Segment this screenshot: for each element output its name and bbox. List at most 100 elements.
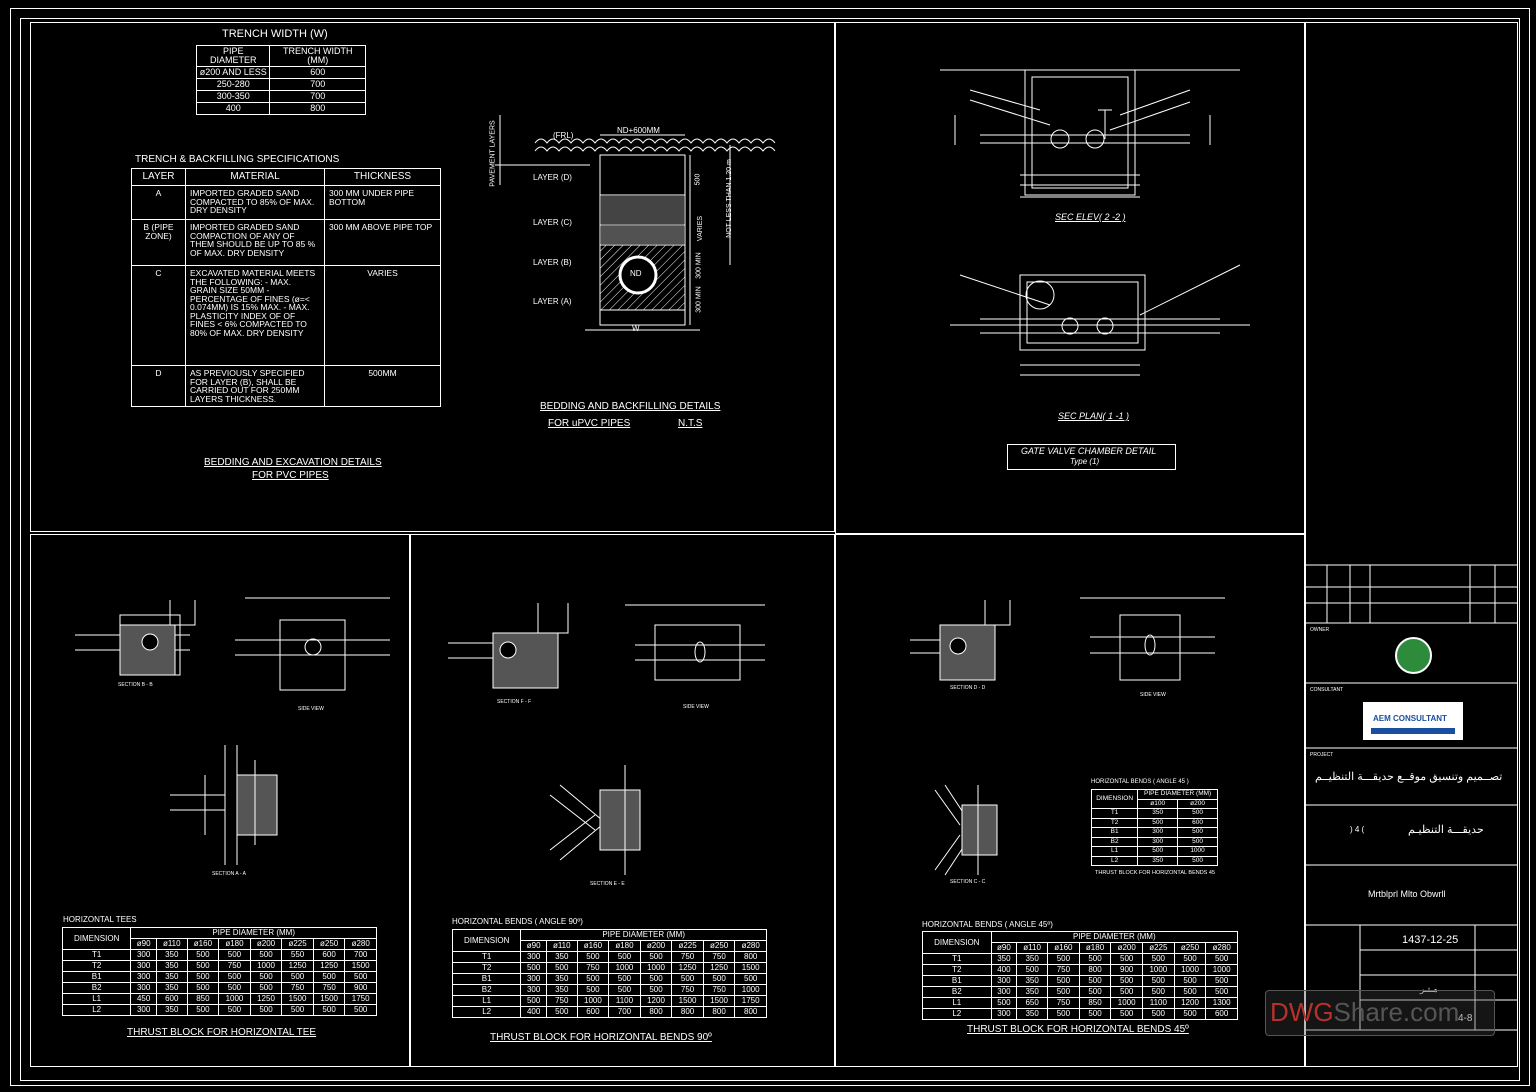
- table-cell: 1100: [1142, 997, 1175, 1009]
- table-cell: 1000: [1110, 997, 1144, 1009]
- bedding-top-dim: ND+600MM: [617, 126, 660, 135]
- table-cell: ø180: [608, 940, 641, 952]
- spec-layer: A: [131, 185, 186, 220]
- panel-tee: [30, 534, 410, 1067]
- table-cell: 800: [702, 1006, 736, 1018]
- table-cell: 600: [269, 66, 366, 79]
- table-cell: 700: [608, 1006, 641, 1018]
- table-cell: 500: [608, 984, 641, 996]
- spec-material: AS PREVIOUSLY SPECIFIED FOR LAYER (B), S…: [185, 365, 325, 407]
- bedding-excavation-caption: BEDDING AND EXCAVATION DETAILS: [204, 457, 382, 468]
- table-cell: 1000: [1205, 964, 1238, 976]
- table-cell: DIMENSION: [922, 931, 992, 954]
- table-cell: ø90: [130, 938, 157, 950]
- table-cell: ø160: [1047, 942, 1080, 954]
- table-cell: 900: [1110, 964, 1144, 976]
- bedding-backfill-caption: BEDDING AND BACKFILLING DETAILS: [540, 401, 721, 412]
- table-cell: 350: [545, 984, 578, 996]
- table-cell: 500: [1142, 953, 1175, 965]
- table-cell: 500: [312, 971, 346, 983]
- table-cell: 400: [990, 964, 1018, 976]
- bend90-side-view-label: SIDE VIEW: [683, 704, 709, 710]
- table-cell: 500: [281, 1004, 314, 1016]
- table-cell: 500: [1078, 953, 1112, 965]
- table-cell: 800: [671, 1006, 704, 1018]
- tee-section-a-label: SECTION A - A: [212, 871, 246, 877]
- table-cell: 1500: [734, 962, 767, 974]
- table-cell: 300: [130, 1004, 157, 1016]
- table-cell: 1200: [639, 995, 673, 1007]
- table-cell: ø100: [1137, 798, 1179, 809]
- table-cell: L2: [922, 1008, 992, 1020]
- title-block-drawing-title: Mrtblprl Mlto Obwrll: [1368, 889, 1446, 899]
- spec-material: EXCAVATED MATERIAL MEETS THE FOLLOWING: …: [185, 265, 325, 366]
- consultant-logo-bar: [1371, 728, 1455, 734]
- table-cell: 500: [218, 971, 251, 983]
- bedding-nts: N.T.S: [678, 418, 703, 429]
- title-block-project-label: PROJECT: [1310, 752, 1334, 758]
- bedding-pavement-label: PAVEMENT LAYERS: [489, 120, 497, 187]
- table-cell: 500: [1110, 953, 1144, 965]
- table-cell: 500: [1142, 1008, 1175, 1020]
- gate-valve-sec-plan: SEC PLAN( 1 -1 ): [1058, 411, 1130, 421]
- table-cell: ø160: [186, 938, 220, 950]
- table-cell: 350: [155, 960, 188, 972]
- bend45-side-view-label: SIDE VIEW: [1140, 692, 1166, 698]
- tee-section-b-label: SECTION B - B: [118, 682, 153, 688]
- table-cell: 500: [1173, 953, 1207, 965]
- table-cell: 500: [218, 1004, 251, 1016]
- owner-logo: [1395, 637, 1432, 674]
- table-cell: 500: [734, 973, 767, 985]
- table-cell: T2: [1090, 817, 1139, 828]
- table-cell: 500: [702, 973, 736, 985]
- table-cell: 500: [186, 1004, 220, 1016]
- bedding-dim-300a: 300 MIN: [695, 252, 703, 279]
- spec-layer: C: [131, 265, 186, 366]
- table-cell: 1000: [639, 962, 673, 974]
- table-cell: 350: [545, 951, 578, 963]
- table-cell: 500: [639, 951, 673, 963]
- table-cell: B2: [451, 984, 522, 996]
- table-cell: 1000: [608, 962, 641, 974]
- title-block-frame: [1305, 22, 1518, 1067]
- table-cell: 400: [195, 102, 271, 115]
- table-cell: 1000: [1177, 846, 1218, 857]
- table-cell: 500: [520, 995, 547, 1007]
- table-cell: 500: [186, 971, 220, 983]
- table-cell: 1000: [249, 960, 283, 972]
- trench-header-width: TRENCH WIDTH (MM): [269, 45, 366, 67]
- table-cell: 1100: [608, 995, 641, 1007]
- table-cell: 450: [130, 993, 157, 1005]
- table-cell: 900: [344, 982, 377, 994]
- bend45-section-d-drawing: [910, 600, 1011, 681]
- title-block-owner-label: OWNER: [1310, 627, 1330, 633]
- table-cell: 350: [1137, 855, 1179, 866]
- table-cell: 500: [1142, 986, 1175, 998]
- table-cell: B1: [451, 973, 522, 985]
- bend90-section-f-label: SECTION F - F: [497, 699, 532, 705]
- table-cell: 750: [1047, 964, 1080, 976]
- spec-thickness: 300 MM UNDER PIPE BOTTOM: [324, 185, 441, 220]
- table-cell: 300: [990, 975, 1018, 987]
- bend45-section-c-label: SECTION C - C: [950, 879, 986, 885]
- table-cell: 500: [249, 949, 283, 961]
- table-cell: 600: [312, 949, 346, 961]
- table-cell: 750: [218, 960, 251, 972]
- table-cell: 800: [639, 1006, 673, 1018]
- gate-valve-elevation-drawing: [940, 69, 1240, 198]
- table-cell: 600: [1177, 817, 1218, 828]
- watermark-logo: DWGShare.com: [1270, 997, 1459, 1028]
- table-cell: L1: [451, 995, 522, 1007]
- table-cell: PIPE DIAMETER (MM): [1137, 789, 1218, 800]
- panel-gate-valve: [835, 22, 1305, 534]
